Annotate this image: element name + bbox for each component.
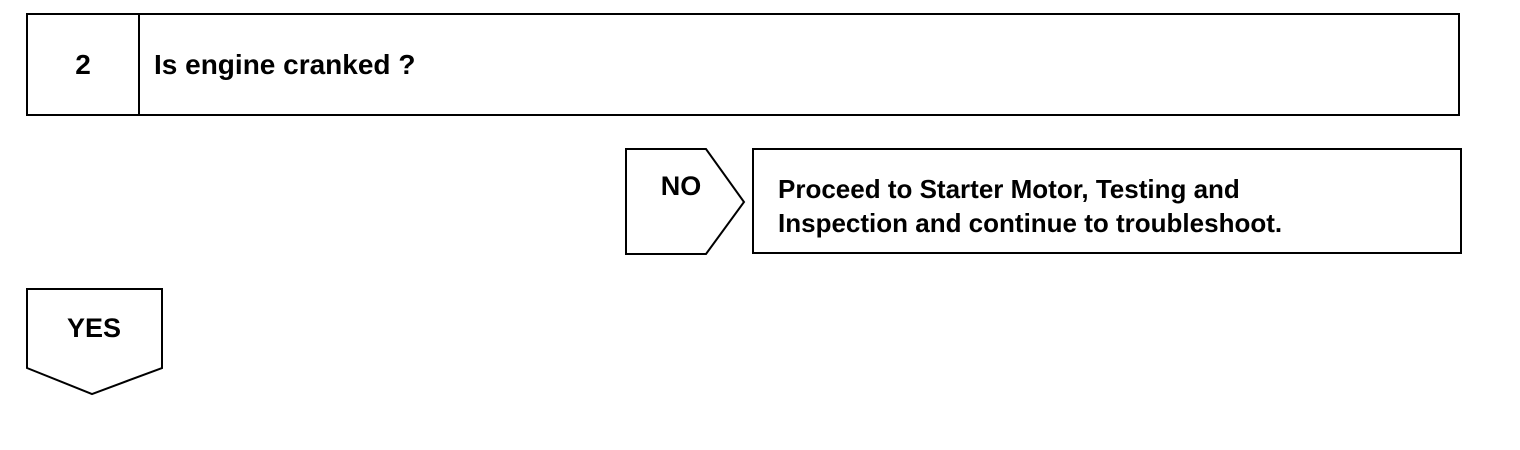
yes-label: YES [66,313,122,343]
no-arrow-shape [625,148,746,255]
no-label: NO [660,171,702,201]
no-action-line-2: Inspection and continue to troubleshoot. [778,208,1283,238]
yes-arrow-shape [26,288,163,396]
step-question: Is engine cranked ? [154,48,416,80]
no-action-box: Proceed to Starter Motor, Testing and In… [752,148,1462,254]
step-box: 2 Is engine cranked ? [26,13,1460,116]
step-number: 2 [28,15,140,114]
no-action-line-1: Proceed to Starter Motor, Testing and [778,174,1240,204]
